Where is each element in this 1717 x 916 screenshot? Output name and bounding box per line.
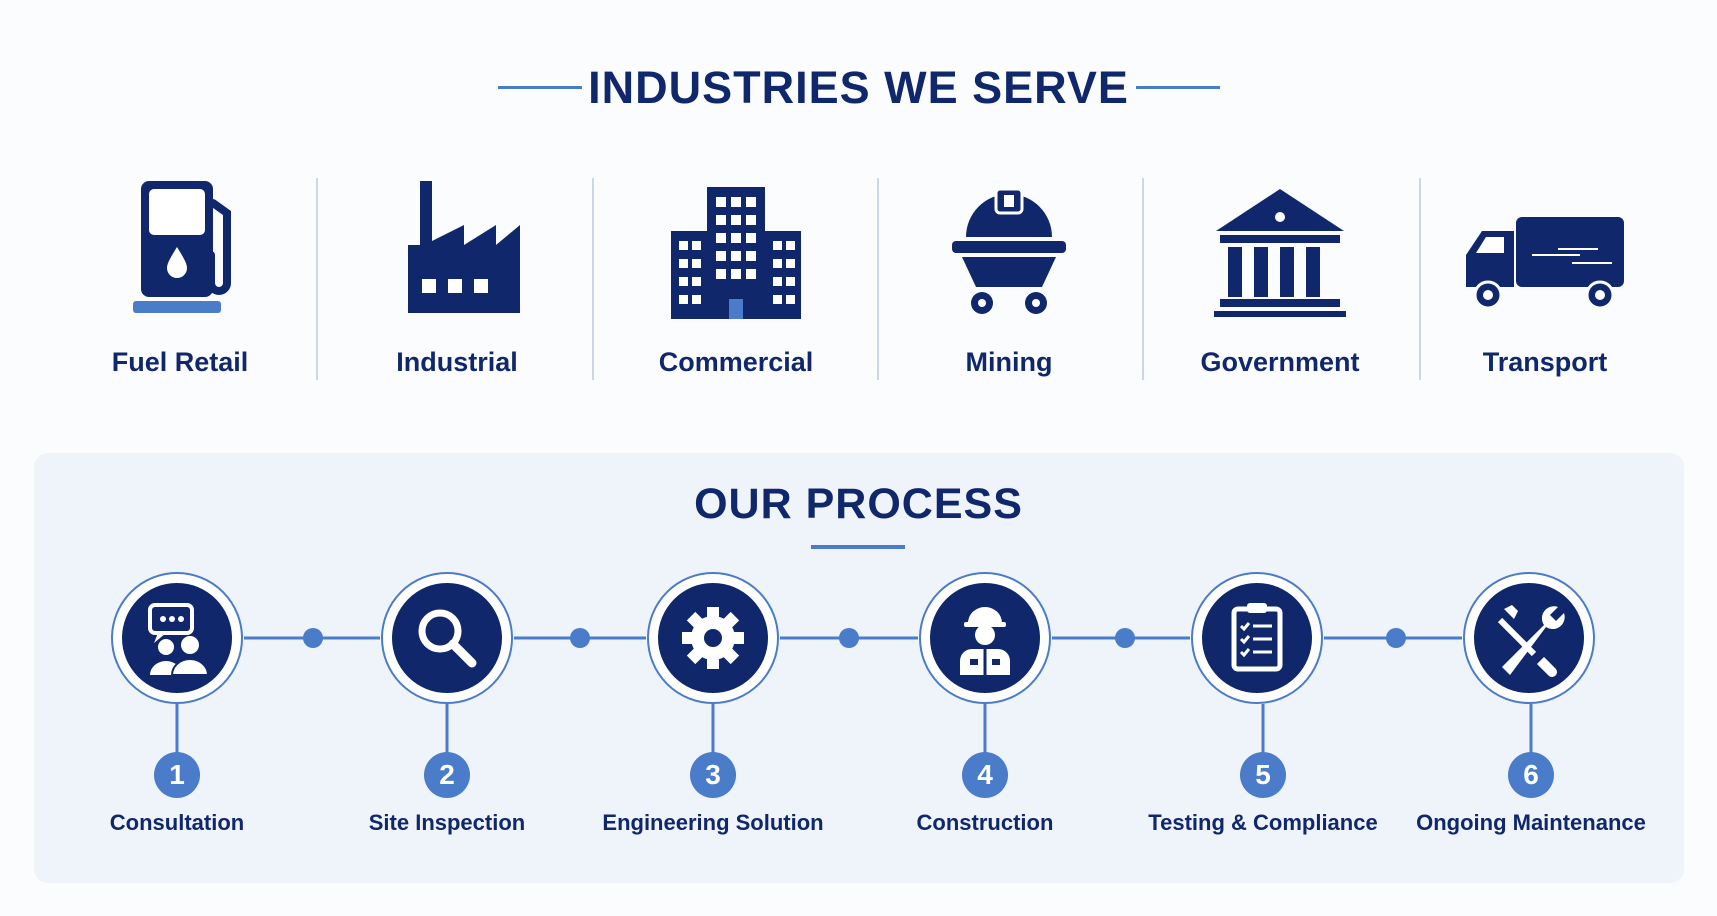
process-title-underline (811, 545, 905, 549)
timeline-dot (1386, 628, 1406, 648)
step-label: Ongoing Maintenance (1416, 810, 1646, 835)
step-number: 2 (424, 752, 470, 798)
title-right-rule (1136, 86, 1220, 89)
step-label: Site Inspection (368, 810, 526, 835)
step-5-circle (1191, 572, 1323, 704)
divider (592, 178, 594, 380)
hard-hat-worker-icon (960, 607, 1010, 675)
timeline-dot (839, 628, 859, 648)
government-building-icon (1214, 189, 1346, 317)
industry-government: Government (1180, 175, 1380, 377)
timeline-dot (570, 628, 590, 648)
industry-mining: Mining (909, 175, 1109, 377)
step-label: Engineering Solution (602, 810, 824, 835)
clipboard-checklist-icon (1231, 603, 1283, 672)
step-number: 6 (1508, 752, 1554, 798)
industry-commercial: Commercial (636, 175, 836, 377)
process-panel (34, 453, 1684, 883)
industry-label: Fuel Retail (111, 347, 249, 377)
consultation-chat-people-icon (148, 603, 210, 676)
step-number: 3 (690, 752, 736, 798)
industry-label: Government (1200, 347, 1360, 377)
step-2-circle (381, 572, 513, 704)
step-3-circle (647, 572, 779, 704)
divider (1142, 178, 1144, 380)
gear-icon (682, 607, 744, 669)
step-6-circle (1463, 572, 1595, 704)
magnifier-icon (418, 609, 477, 668)
step-label: Consultation (109, 810, 245, 835)
divider (877, 178, 879, 380)
industry-industrial: Industrial (357, 175, 557, 377)
step-label: Testing & Compliance (1148, 810, 1378, 835)
step-label: Construction (916, 810, 1054, 835)
wrench-screwdriver-icon (1497, 605, 1565, 677)
step-number: 4 (962, 752, 1008, 798)
industry-transport: Transport (1445, 175, 1645, 377)
mining-cart-icon (952, 187, 1066, 314)
process-title: OUR PROCESS (694, 480, 1023, 528)
industry-label: Commercial (658, 347, 814, 377)
factory-icon (408, 181, 520, 313)
step-number: 5 (1240, 752, 1286, 798)
divider (1419, 178, 1421, 380)
step-4-circle (919, 572, 1051, 704)
industry-label: Mining (965, 347, 1053, 377)
industry-fuel-retail: Fuel Retail (80, 175, 280, 377)
step-1-circle (111, 572, 243, 704)
title-left-rule (498, 86, 582, 89)
timeline-dot (1115, 628, 1135, 648)
step-number: 1 (154, 752, 200, 798)
industry-label: Transport (1482, 347, 1608, 377)
timeline-dot (303, 628, 323, 648)
office-building-icon (671, 187, 801, 319)
industry-label: Industrial (396, 347, 518, 377)
truck-icon (1466, 217, 1624, 310)
industries-title: INDUSTRIES WE SERVE (588, 62, 1129, 113)
fuel-pump-icon (133, 181, 231, 313)
divider (316, 178, 318, 380)
